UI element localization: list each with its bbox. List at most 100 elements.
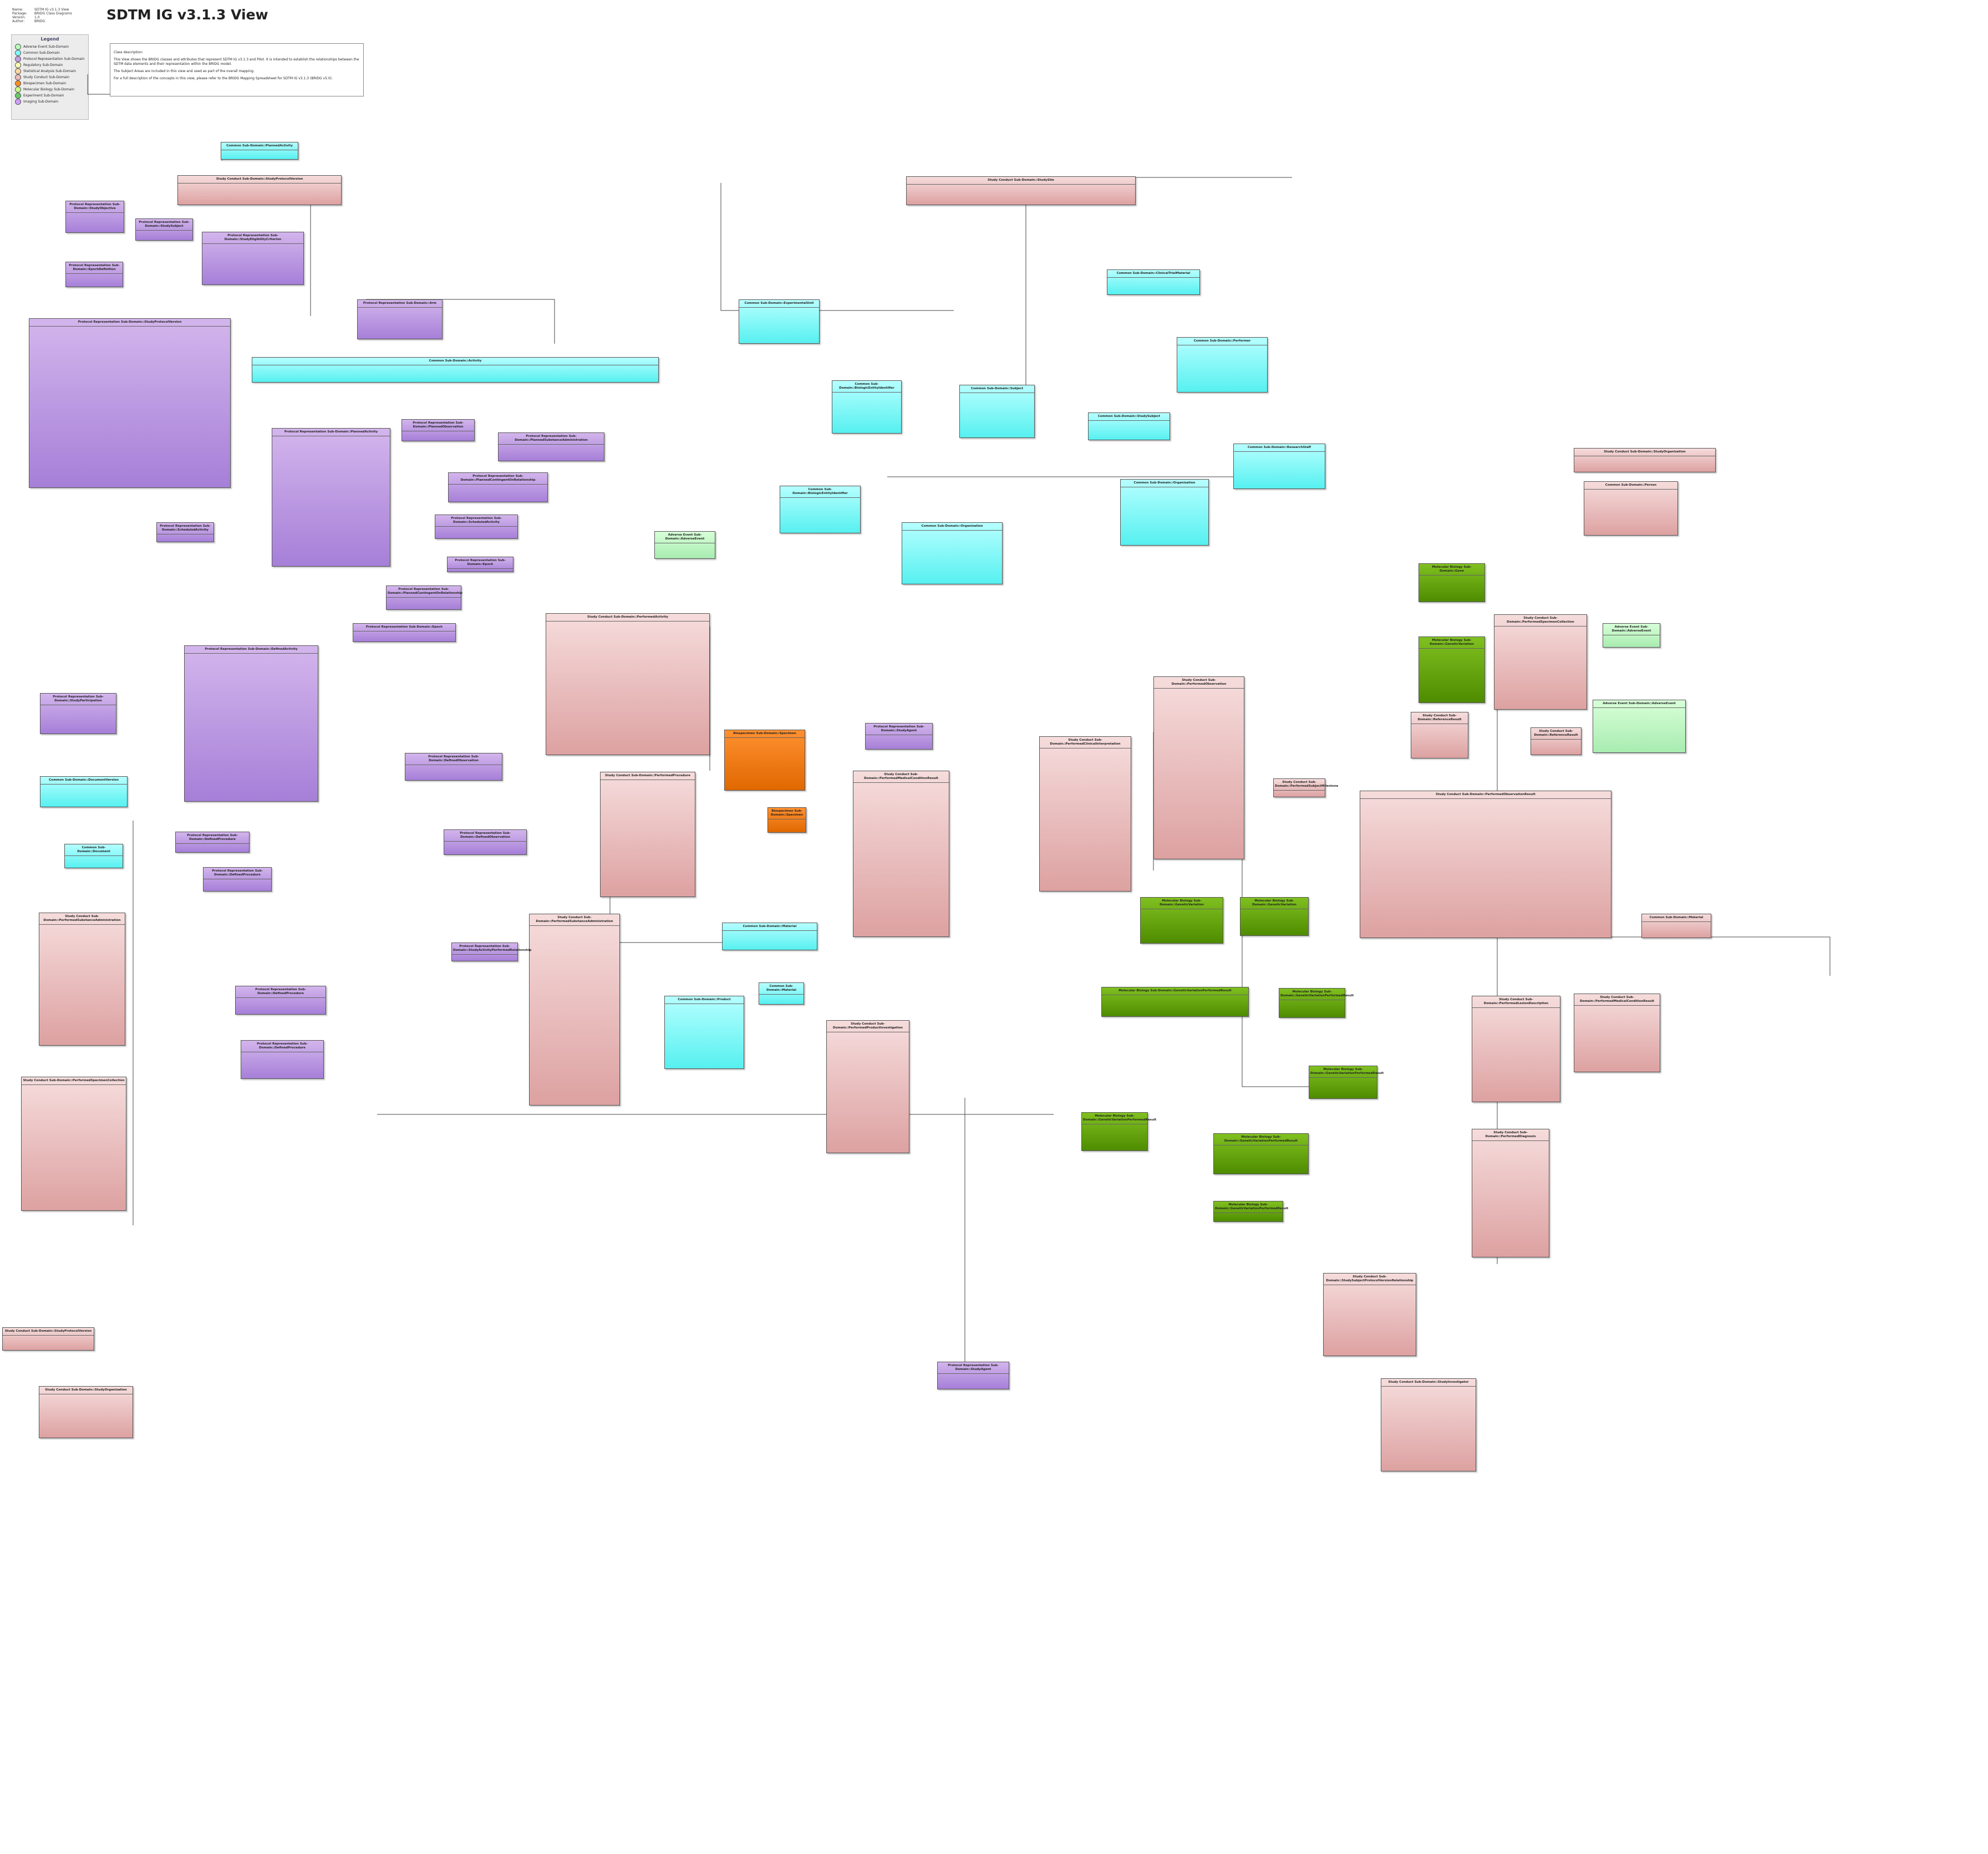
- class-box[interactable]: Study Conduct Sub-Domain::PerformedObser…: [1360, 791, 1611, 938]
- class-box[interactable]: Biospecimen Sub-Domain::Specimen: [724, 730, 805, 791]
- legend-item: Imaging Sub-Domain: [12, 99, 88, 105]
- class-box[interactable]: Protocol Representation Sub-Domain::Stud…: [451, 943, 531, 961]
- class-box[interactable]: Protocol Representation Sub-Domain::Defi…: [405, 753, 502, 781]
- legend-item: Molecular Biology Sub-Domain: [12, 86, 88, 93]
- class-box[interactable]: Study Conduct Sub-Domain::PerformedProce…: [600, 772, 695, 897]
- class-box[interactable]: Molecular Biology Sub-Domain::GeneticVar…: [1140, 897, 1223, 944]
- class-box[interactable]: Protocol Representation Sub-Domain::Stud…: [202, 232, 304, 285]
- class-box[interactable]: Adverse Event Sub-Domain::AdverseEvent: [1603, 623, 1660, 648]
- class-box[interactable]: Adverse Event Sub-Domain::AdverseEvent: [1593, 700, 1686, 753]
- class-box[interactable]: Common Sub-Domain::BiologicEntityIdentif…: [780, 486, 861, 533]
- class-box[interactable]: Protocol Representation Sub-Domain::Defi…: [175, 832, 250, 853]
- class-box[interactable]: Study Conduct Sub-Domain::StudySubjectPr…: [1323, 1273, 1416, 1356]
- class-box[interactable]: Adverse Event Sub-Domain::AdverseEvent: [654, 531, 715, 559]
- class-box[interactable]: Protocol Representation Sub-Domain::Defi…: [444, 829, 527, 855]
- class-box[interactable]: Study Conduct Sub-Domain::StudySite: [906, 176, 1136, 205]
- class-box[interactable]: Study Conduct Sub-Domain::PerformedSubst…: [529, 914, 620, 1106]
- class-box[interactable]: Molecular Biology Sub-Domain::GeneticVar…: [1081, 1112, 1156, 1151]
- class-box[interactable]: Molecular Biology Sub-Domain::Gene: [1418, 563, 1485, 602]
- class-box[interactable]: Common Sub-Domain::Subject: [959, 385, 1035, 438]
- class-box[interactable]: Protocol Representation Sub-Domain::Stud…: [29, 318, 231, 488]
- legend-item: Study Conduct Sub-Domain: [12, 74, 88, 80]
- class-box[interactable]: Study Conduct Sub-Domain::PerformedLesio…: [1472, 996, 1560, 1102]
- class-box[interactable]: Study Conduct Sub-Domain::PerformedObser…: [1153, 676, 1244, 859]
- class-box[interactable]: Common Sub-Domain::Organization: [1120, 479, 1209, 546]
- class-box[interactable]: Protocol Representation Sub-Domain::Defi…: [184, 645, 318, 802]
- class-box[interactable]: Protocol Representation Sub-Domain::Plan…: [272, 428, 390, 567]
- class-box[interactable]: Molecular Biology Sub-Domain::GeneticVar…: [1213, 1133, 1309, 1174]
- class-box[interactable]: Study Conduct Sub-Domain::StudyProtocolV…: [2, 1327, 94, 1351]
- class-box[interactable]: Common Sub-Domain::Material: [722, 923, 817, 950]
- class-box[interactable]: Study Conduct Sub-Domain::ReferenceResul…: [1531, 727, 1582, 755]
- diagram-metadata: Name:SDTM IG v3.1.3 View Package:BRIDG C…: [12, 8, 72, 23]
- class-box[interactable]: Protocol Representation Sub-Domain::Sche…: [435, 515, 518, 539]
- class-box[interactable]: Study Conduct Sub-Domain::PerformedMedic…: [1574, 994, 1660, 1072]
- class-box[interactable]: Study Conduct Sub-Domain::StudyInvestiga…: [1381, 1378, 1476, 1471]
- class-box[interactable]: Common Sub-Domain::Material: [1641, 914, 1711, 938]
- legend-swatch: [15, 62, 21, 68]
- class-box[interactable]: Protocol Representation Sub-Domain::Stud…: [865, 723, 933, 750]
- class-box[interactable]: Common Sub-Domain::BiologicEntityIdentif…: [832, 380, 902, 434]
- legend-item: Biospecimen Sub-Domain: [12, 80, 88, 86]
- class-box[interactable]: Study Conduct Sub-Domain::StudyOrganizat…: [39, 1386, 133, 1438]
- class-box[interactable]: Protocol Representation Sub-Domain::Stud…: [937, 1362, 1009, 1389]
- class-box[interactable]: Study Conduct Sub-Domain::PerformedClini…: [1039, 736, 1131, 892]
- legend-swatch: [15, 99, 21, 105]
- class-box[interactable]: Study Conduct Sub-Domain::PerformedSubje…: [1273, 778, 1338, 797]
- class-box[interactable]: Common Sub-Domain::Product: [664, 996, 744, 1069]
- class-box[interactable]: Molecular Biology Sub-Domain::GeneticVar…: [1213, 1201, 1288, 1222]
- class-box[interactable]: Common Sub-Domain::ClinicalTrialMaterial: [1107, 269, 1200, 295]
- legend-swatch: [15, 93, 21, 99]
- class-box[interactable]: Molecular Biology Sub-Domain::GeneticVar…: [1418, 636, 1485, 703]
- class-box[interactable]: Protocol Representation Sub-Domain::Sche…: [156, 522, 214, 542]
- class-box[interactable]: Common Sub-Domain::Organization: [902, 522, 1003, 584]
- legend-swatch: [15, 68, 21, 74]
- legend-swatch: [15, 50, 21, 56]
- class-box[interactable]: Study Conduct Sub-Domain::PerformedSpeci…: [1494, 614, 1587, 710]
- class-box[interactable]: Common Sub-Domain::DocumentVersion: [40, 776, 128, 807]
- class-box[interactable]: Study Conduct Sub-Domain::PerformedDiagn…: [1472, 1129, 1549, 1257]
- class-box[interactable]: Common Sub-Domain::Performer: [1177, 337, 1268, 393]
- class-box[interactable]: Biospecimen Sub-Domain::Specimen: [767, 807, 806, 833]
- class-box[interactable]: Study Conduct Sub-Domain::ReferenceResul…: [1411, 712, 1468, 758]
- class-box[interactable]: Protocol Representation Sub-Domain::Defi…: [235, 986, 326, 1015]
- class-box[interactable]: Common Sub-Domain::StudySubject: [1088, 412, 1170, 440]
- class-box[interactable]: Study Conduct Sub-Domain::StudyOrganizat…: [1574, 448, 1716, 472]
- class-box[interactable]: Molecular Biology Sub-Domain::GeneticVar…: [1101, 987, 1249, 1017]
- class-box[interactable]: Common Sub-Domain::Material: [759, 982, 804, 1005]
- class-box[interactable]: Protocol Representation Sub-Domain::Epoc…: [353, 623, 456, 642]
- class-box[interactable]: Common Sub-Domain::PlannedActivity: [221, 142, 298, 160]
- class-box[interactable]: Protocol Representation Sub-Domain::Plan…: [401, 419, 475, 441]
- legend-swatch: [15, 80, 21, 86]
- class-box[interactable]: Molecular Biology Sub-Domain::GeneticVar…: [1309, 1066, 1384, 1099]
- class-box[interactable]: Protocol Representation Sub-Domain::Epoc…: [65, 262, 123, 287]
- class-box[interactable]: Common Sub-Domain::ResearchStaff: [1233, 444, 1325, 489]
- class-box[interactable]: Protocol Representation Sub-Domain::Stud…: [135, 218, 193, 241]
- class-box[interactable]: Protocol Representation Sub-Domain::Defi…: [241, 1040, 324, 1079]
- class-box[interactable]: Protocol Representation Sub-Domain::Arm: [357, 299, 443, 339]
- class-box[interactable]: Common Sub-Domain::Document: [64, 844, 123, 868]
- class-box[interactable]: Molecular Biology Sub-Domain::GeneticVar…: [1279, 988, 1354, 1018]
- class-box[interactable]: Study Conduct Sub-Domain::StudyProtocolV…: [177, 175, 342, 205]
- diagram-title: SDTM IG v3.1.3 View: [106, 7, 268, 23]
- class-box[interactable]: Protocol Representation Sub-Domain::Stud…: [65, 201, 124, 233]
- class-box[interactable]: Study Conduct Sub-Domain::PerformedSpeci…: [21, 1077, 126, 1211]
- class-box[interactable]: Protocol Representation Sub-Domain::Plan…: [386, 585, 462, 610]
- class-description-note: Class description: This View shows the B…: [110, 43, 364, 96]
- class-box[interactable]: Study Conduct Sub-Domain::PerformedSubst…: [39, 913, 125, 1046]
- class-box[interactable]: Protocol Representation Sub-Domain::Defi…: [203, 867, 272, 892]
- legend-item: Regulatory Sub-Domain: [12, 62, 88, 68]
- class-box[interactable]: Common Sub-Domain::Person: [1584, 481, 1678, 536]
- class-box[interactable]: Common Sub-Domain::Activity: [252, 357, 659, 383]
- class-box[interactable]: Protocol Representation Sub-Domain::Epoc…: [447, 557, 513, 572]
- class-box[interactable]: Study Conduct Sub-Domain::PerformedActiv…: [546, 613, 710, 755]
- class-box[interactable]: Study Conduct Sub-Domain::PerformedMedic…: [853, 771, 949, 937]
- class-box[interactable]: Protocol Representation Sub-Domain::Plan…: [498, 432, 604, 461]
- class-box[interactable]: Common Sub-Domain::ExperimentalUnit: [739, 299, 820, 344]
- class-box[interactable]: Protocol Representation Sub-Domain::Stud…: [40, 693, 116, 734]
- legend-swatch: [15, 44, 21, 50]
- class-box[interactable]: Protocol Representation Sub-Domain::Plan…: [448, 472, 548, 502]
- legend: Legend Adverse Event Sub-Domain Common S…: [11, 34, 89, 120]
- class-box[interactable]: Molecular Biology Sub-Domain::GeneticVar…: [1240, 897, 1309, 936]
- class-box[interactable]: Study Conduct Sub-Domain::PerformedProdu…: [826, 1020, 909, 1153]
